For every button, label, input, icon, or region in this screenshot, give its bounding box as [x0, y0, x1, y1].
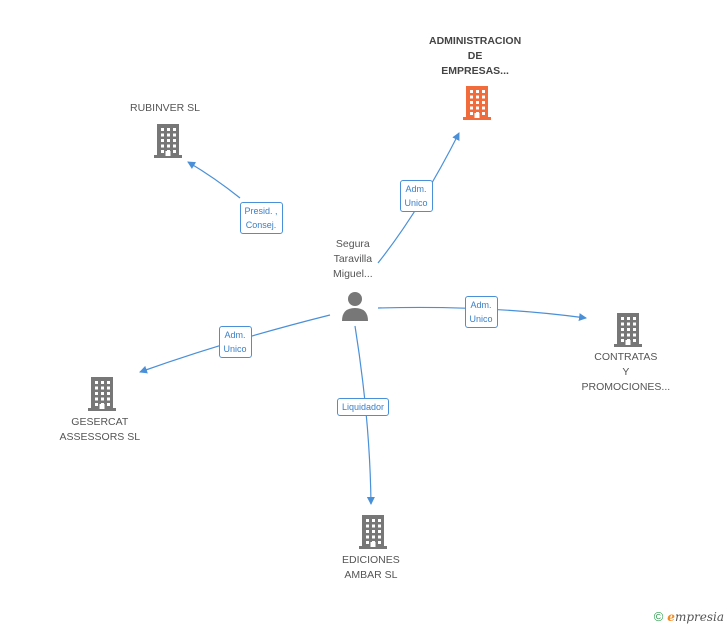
role-label-contratas[interactable]: Adm. Unico — [464, 296, 498, 328]
person-name-line: Miguel... — [333, 268, 373, 280]
empresia-logo: empresia — [667, 610, 724, 624]
role-label-line: Consej. — [245, 220, 277, 230]
company-label-line: EDICIONES — [342, 554, 400, 566]
company-label-gesercat[interactable]: GESERCAT ASSESSORS SL — [60, 415, 141, 445]
role-label-ediciones[interactable]: Liquidador — [337, 398, 390, 416]
role-label-line: Unico — [469, 314, 493, 324]
role-label-line: Adm. — [470, 300, 492, 310]
company-label-line: RUBINVER SL — [130, 102, 201, 114]
company-label-admin[interactable]: ADMINISTRACION DE EMPRESAS... — [429, 34, 521, 79]
company-label-line: CONTRATAS — [594, 351, 658, 363]
role-label-line: Liquidador — [342, 402, 385, 412]
role-label-line: Unico — [223, 344, 247, 354]
edge-rubinver — [187, 161, 241, 199]
footer-brand: ©empresia — [654, 609, 724, 624]
company-label-line: AMBAR SL — [344, 569, 398, 581]
company-label-ediciones[interactable]: EDICIONES AMBAR SL — [342, 553, 400, 583]
person-name-line: Taravilla — [333, 253, 373, 265]
role-label-gesercat[interactable]: Adm. Unico — [218, 326, 252, 358]
role-label-rubinver[interactable]: Presid. , Consej. — [239, 202, 283, 234]
person-icon[interactable] — [340, 291, 370, 326]
company-label-line: ADMINISTRACION — [429, 35, 522, 47]
role-label-line: Unico — [404, 198, 428, 208]
building-icon-ediciones[interactable] — [357, 513, 389, 554]
role-label-line: Adm. — [405, 184, 427, 194]
edge-ediciones — [354, 325, 375, 505]
role-label-line: Presid. , — [244, 206, 278, 216]
company-label-rubinver[interactable]: RUBINVER SL — [130, 101, 200, 116]
copyright-symbol: © — [653, 609, 664, 624]
company-label-line: ASSESSORS SL — [59, 431, 141, 443]
company-label-line: Y — [622, 366, 630, 378]
person-name-line: Segura — [335, 238, 370, 250]
role-label-admin[interactable]: Adm. Unico — [399, 180, 433, 212]
role-label-line: Adm. — [224, 330, 246, 340]
building-icon-contratas[interactable] — [612, 311, 644, 352]
company-label-line: PROMOCIONES... — [581, 381, 671, 393]
building-icon-gesercat[interactable] — [86, 375, 118, 416]
company-label-line: EMPRESAS... — [441, 65, 509, 77]
building-icon-admin[interactable] — [461, 84, 493, 125]
company-label-line: GESERCAT — [71, 416, 129, 428]
company-label-line: DE — [467, 50, 483, 62]
company-label-contratas[interactable]: CONTRATAS Y PROMOCIONES... — [582, 350, 671, 395]
building-icon-rubinver[interactable] — [152, 122, 184, 163]
